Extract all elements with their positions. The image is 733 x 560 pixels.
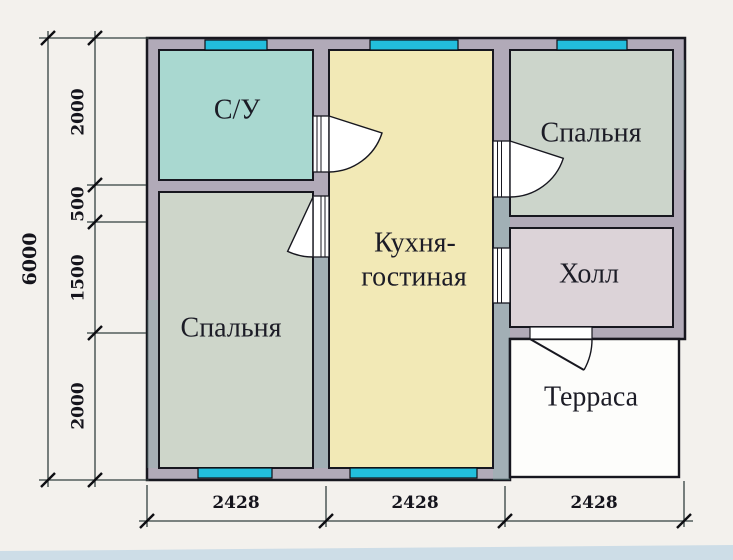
room-bedroom-left bbox=[158, 191, 314, 469]
wall-tint bbox=[493, 197, 510, 248]
room-hall-label: Холл bbox=[559, 258, 619, 289]
dim-label-total: 6000 bbox=[19, 233, 41, 286]
window-bottom-kitchen bbox=[349, 467, 478, 479]
door-hall-opening bbox=[492, 247, 511, 304]
door-bedroom-left bbox=[286, 195, 330, 258]
room-kitchen-living bbox=[328, 49, 494, 469]
room-bedroom-left-label: Спальня bbox=[181, 312, 282, 343]
dim-label-bottom-0: 2428 bbox=[212, 493, 259, 513]
dim-tick bbox=[87, 472, 103, 488]
wall-tint bbox=[673, 60, 685, 170]
dim-tick bbox=[497, 513, 513, 529]
dim-tick bbox=[676, 513, 692, 529]
room-terrace bbox=[508, 337, 681, 479]
door-bedroom-right bbox=[492, 140, 565, 198]
window-bottom-left bbox=[197, 467, 273, 479]
window-top-right bbox=[556, 39, 628, 51]
dim-tick bbox=[40, 30, 56, 46]
page-edge bbox=[0, 545, 733, 560]
dim-label-left-2: 1500 bbox=[69, 254, 89, 301]
room-labels: С/У Спальня Кухня- гостиная Спальня Холл… bbox=[181, 94, 642, 412]
room-bathroom-label: С/У bbox=[214, 94, 260, 125]
wall-tint bbox=[493, 303, 510, 480]
wall-tint bbox=[313, 252, 329, 468]
windows bbox=[197, 39, 628, 479]
dim-label-left-1: 500 bbox=[69, 186, 89, 222]
dim-tick bbox=[87, 214, 103, 230]
dim-tick bbox=[139, 513, 155, 529]
dim-label-bottom-2: 2428 bbox=[570, 493, 617, 513]
room-kitchen-label-line1: Кухня- bbox=[374, 227, 456, 258]
dim-tick bbox=[87, 177, 103, 193]
dim-tick bbox=[87, 325, 103, 341]
window-top-left bbox=[204, 39, 268, 51]
dimensions-bottom: 2428 2428 2428 bbox=[139, 481, 693, 529]
door-terrace bbox=[529, 326, 593, 371]
wall-tint bbox=[147, 300, 159, 468]
room-kitchen-label-line2: гостиная bbox=[361, 261, 467, 292]
dimensions-left: 6000 2000 500 1500 2000 bbox=[19, 30, 149, 488]
dim-label-left-0: 2000 bbox=[69, 88, 89, 135]
dim-label-bottom-1: 2428 bbox=[391, 493, 438, 513]
door-bathroom bbox=[312, 115, 383, 173]
dim-tick bbox=[318, 513, 334, 529]
room-bathroom bbox=[158, 49, 314, 181]
dim-tick bbox=[87, 30, 103, 46]
doors bbox=[286, 115, 593, 371]
room-terrace-label: Терраса bbox=[544, 381, 639, 412]
dim-label-left-3: 2000 bbox=[69, 382, 89, 429]
room-hall bbox=[509, 227, 674, 328]
room-bedroom-right-label: Спальня bbox=[541, 117, 642, 148]
window-top-middle bbox=[369, 39, 459, 51]
dim-tick bbox=[40, 472, 56, 488]
